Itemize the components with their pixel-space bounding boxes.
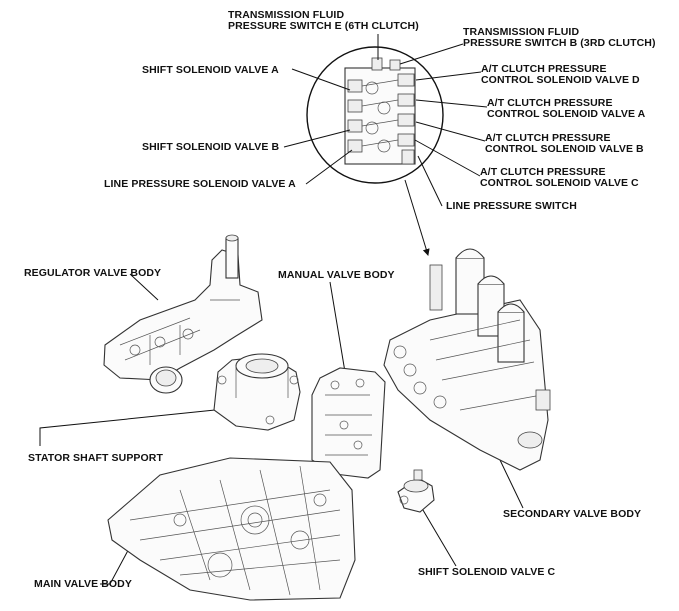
label-secondary-valve-body-text: SECONDARY VALVE BODY (503, 508, 642, 520)
label-atc-b: A/T CLUTCH PRESSURE CONTROL SOLENOID VAL… (485, 133, 644, 155)
label-regulator-valve-body: REGULATOR VALVE BODY (24, 268, 161, 279)
label-tfps-e: TRANSMISSION FLUID PRESSURE SWITCH E (6T… (228, 10, 419, 32)
label-atc-d-line1: A/T CLUTCH PRESSURE (481, 63, 607, 75)
label-line-pressure-switch: LINE PRESSURE SWITCH (446, 201, 577, 212)
main-valve-body (107, 457, 356, 601)
regulator-valve-body (103, 234, 263, 394)
label-atc-a: A/T CLUTCH PRESSURE CONTROL SOLENOID VAL… (487, 98, 645, 120)
label-atc-c: A/T CLUTCH PRESSURE CONTROL SOLENOID VAL… (480, 167, 639, 189)
label-atc-c-line1: A/T CLUTCH PRESSURE (480, 166, 606, 178)
label-tfps-b-line1: TRANSMISSION FLUID (463, 26, 580, 38)
label-atc-a-line2: CONTROL SOLENOID VALVE A (487, 108, 646, 120)
label-line-pressure-solenoid-a: LINE PRESSURE SOLENOID VALVE A (104, 179, 296, 190)
stator-shaft-support (213, 353, 301, 431)
label-secondary-valve-body: SECONDARY VALVE BODY (503, 509, 641, 520)
label-shift-solenoid-c-text: SHIFT SOLENOID VALVE C (418, 566, 556, 578)
label-shift-solenoid-b: SHIFT SOLENOID VALVE B (142, 142, 279, 153)
detail-arrow (404, 179, 430, 256)
label-regulator-valve-body-text: REGULATOR VALVE BODY (24, 267, 162, 279)
label-atc-a-line1: A/T CLUTCH PRESSURE (487, 97, 613, 109)
label-shift-solenoid-a-text: SHIFT SOLENOID VALVE A (142, 64, 279, 76)
label-line-pressure-solenoid-a-text: LINE PRESSURE SOLENOID VALVE A (104, 178, 296, 190)
shift-solenoid-valve-c-part (397, 469, 435, 513)
secondary-valve-body (383, 248, 551, 471)
label-stator-shaft-support-text: STATOR SHAFT SUPPORT (28, 452, 164, 464)
label-atc-b-line1: A/T CLUTCH PRESSURE (485, 132, 611, 144)
leader-lines (39, 34, 524, 585)
manual-valve-body (311, 367, 386, 479)
label-shift-solenoid-c: SHIFT SOLENOID VALVE C (418, 567, 555, 578)
label-manual-valve-body: MANUAL VALVE BODY (278, 270, 395, 281)
label-main-valve-body: MAIN VALVE BODY (34, 579, 132, 590)
label-atc-d: A/T CLUTCH PRESSURE CONTROL SOLENOID VAL… (481, 64, 640, 86)
label-tfps-b: TRANSMISSION FLUID PRESSURE SWITCH B (3R… (463, 27, 656, 49)
secondary-solenoid-3 (497, 303, 525, 363)
detail-circle (306, 46, 444, 184)
label-tfps-e-line1: TRANSMISSION FLUID (228, 9, 345, 21)
label-stator-shaft-support: STATOR SHAFT SUPPORT (28, 453, 163, 464)
solenoid-cluster-closeup (344, 57, 416, 165)
label-shift-solenoid-a: SHIFT SOLENOID VALVE A (142, 65, 279, 76)
label-main-valve-body-text: MAIN VALVE BODY (34, 578, 132, 590)
label-atc-d-line2: CONTROL SOLENOID VALVE D (481, 74, 640, 86)
label-tfps-b-line2: PRESSURE SWITCH B (3RD CLUTCH) (463, 37, 656, 49)
label-atc-c-line2: CONTROL SOLENOID VALVE C (480, 177, 639, 189)
label-line-pressure-switch-text: LINE PRESSURE SWITCH (446, 200, 577, 212)
label-manual-valve-body-text: MANUAL VALVE BODY (278, 269, 395, 281)
label-shift-solenoid-b-text: SHIFT SOLENOID VALVE B (142, 141, 280, 153)
label-atc-b-line2: CONTROL SOLENOID VALVE B (485, 143, 644, 155)
label-tfps-e-line2: PRESSURE SWITCH E (6TH CLUTCH) (228, 20, 419, 32)
